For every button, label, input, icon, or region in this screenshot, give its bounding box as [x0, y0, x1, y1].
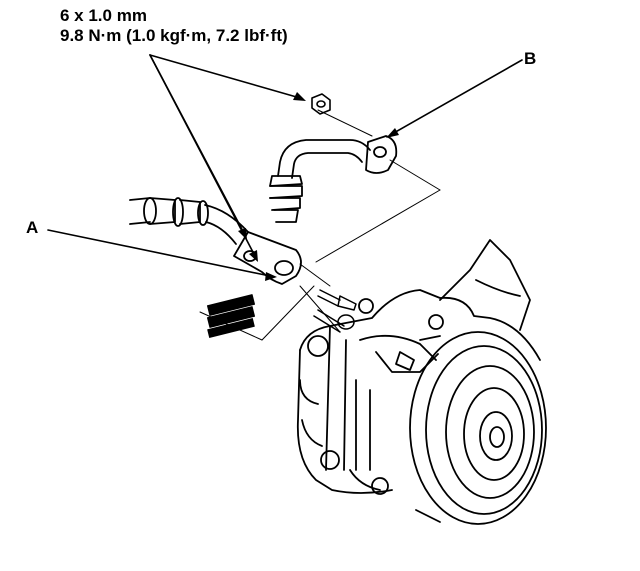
flange-nut — [311, 93, 331, 115]
discharge-hose-b — [269, 135, 398, 223]
callout-a-arrowhead — [265, 272, 277, 281]
compressor-pulley — [409, 331, 547, 525]
callout-b-arrowhead — [386, 128, 399, 138]
callout-label-b: B — [524, 49, 537, 68]
callout-b-leader — [391, 59, 523, 135]
o-ring-pack — [206, 294, 256, 338]
callout-label-a: A — [26, 218, 39, 237]
bolt-size-spec: 6 x 1.0 mm — [60, 6, 147, 25]
compressor-body — [296, 239, 541, 495]
callout-a-leader — [47, 229, 271, 277]
alignment-lines — [199, 109, 441, 341]
suction-hose-a — [129, 197, 302, 285]
torque-leader-lines — [149, 54, 301, 257]
torque-spec: 9.8 N·m (1.0 kgf·m, 7.2 lbf·ft) — [60, 26, 288, 45]
